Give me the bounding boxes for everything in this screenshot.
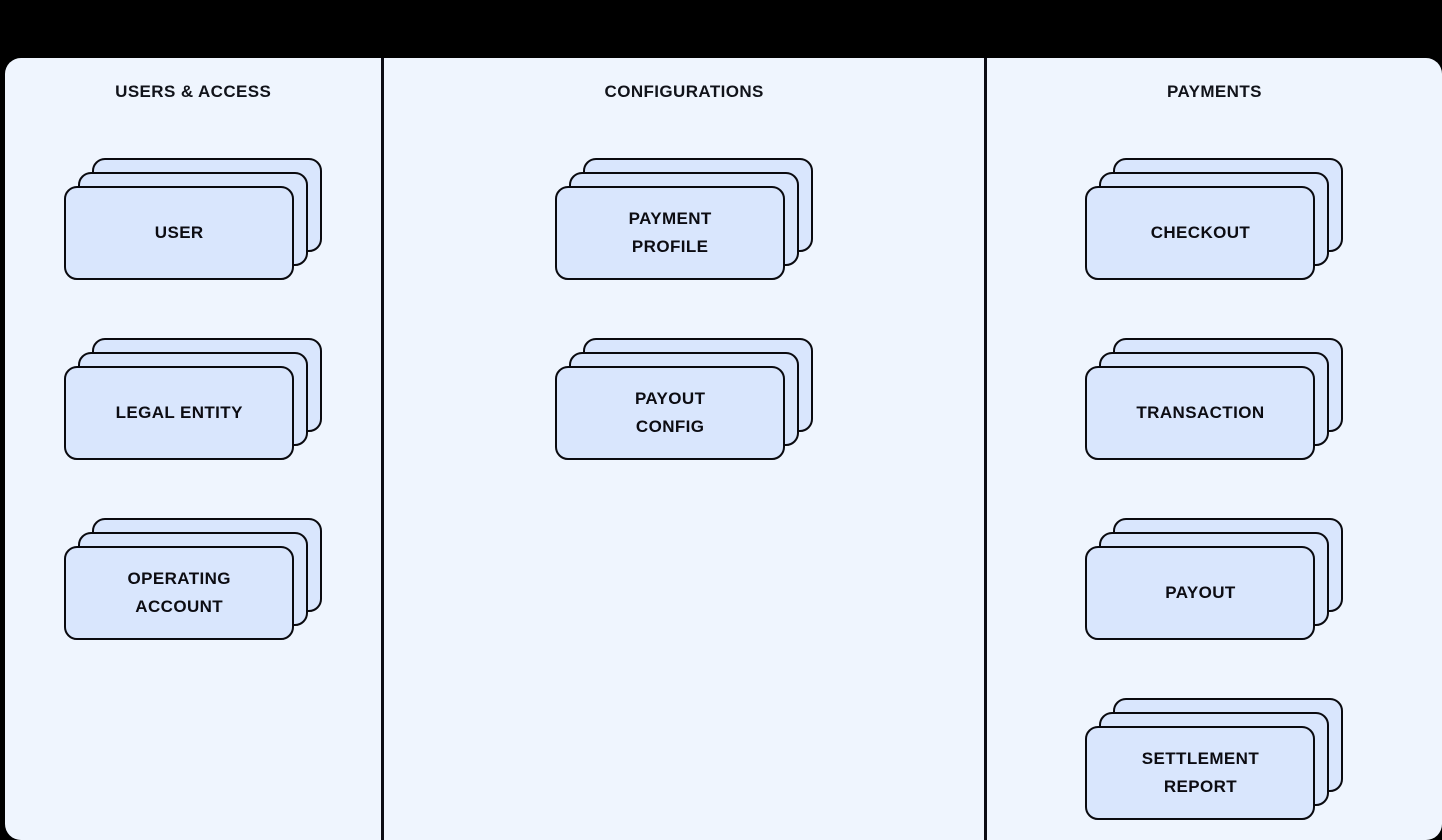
entity-label-settlement-report: SETTLEMENT REPORT (1141, 749, 1260, 796)
entity-card-stack-checkout[interactable]: CHECKOUT (1085, 144, 1344, 280)
entity-label-payout-config: PAYOUT CONFIG (634, 389, 706, 436)
entity-label-legal-entity: LEGAL ENTITY (115, 403, 243, 422)
column-title-configurations: CONFIGURATIONS (604, 82, 764, 101)
column-payments: PAYMENTS CHECKOUT TRANSACTION (987, 58, 1442, 840)
card-layer-front[interactable]: CHECKOUT (1085, 186, 1316, 280)
entity-card-stack-payout-config[interactable]: PAYOUT CONFIG (555, 324, 814, 460)
entity-card-stack-legal-entity[interactable]: LEGAL ENTITY (64, 324, 323, 460)
entity-card-stack-transaction[interactable]: TRANSACTION (1085, 324, 1344, 460)
card-layer-front[interactable]: PAYOUT CONFIG (555, 366, 786, 460)
column-users-access: USERS & ACCESS USER LEGAL ENTITY (5, 58, 381, 840)
card-layer-front[interactable]: PAYOUT (1085, 546, 1316, 640)
column-divider-1 (381, 58, 385, 840)
entity-label-user: USER (154, 223, 204, 242)
entity-card-stack-user[interactable]: USER (64, 144, 323, 280)
entity-label-transaction: TRANSACTION (1136, 403, 1265, 422)
entity-label-operating-account: OPERATING ACCOUNT (127, 569, 231, 616)
column-divider-2 (983, 58, 987, 840)
entity-card-stack-payout[interactable]: PAYOUT (1085, 504, 1344, 640)
entity-label-payment-profile: PAYMENT PROFILE (628, 209, 712, 256)
entity-label-payout: PAYOUT (1165, 583, 1236, 602)
entity-label-checkout: CHECKOUT (1150, 223, 1251, 242)
card-layer-front[interactable]: SETTLEMENT REPORT (1085, 726, 1316, 820)
entity-card-stack-operating-account[interactable]: OPERATING ACCOUNT (64, 504, 323, 640)
entity-map-panel: USERS & ACCESS USER LEGAL ENTITY (5, 58, 1442, 840)
entity-card-stack-settlement-report[interactable]: SETTLEMENT REPORT (1085, 684, 1344, 820)
column-title-users-access: USERS & ACCESS (115, 82, 272, 101)
entity-card-stack-payment-profile[interactable]: PAYMENT PROFILE (555, 144, 814, 280)
card-layer-front[interactable]: PAYMENT PROFILE (555, 186, 786, 280)
column-title-payments: PAYMENTS (1167, 82, 1262, 101)
card-layer-front[interactable]: OPERATING ACCOUNT (64, 546, 295, 640)
entity-list-users-access: USER LEGAL ENTITY OPERATING ACCOUNT (64, 144, 323, 640)
entity-list-configurations: PAYMENT PROFILE PAYOUT CONFIG (555, 144, 814, 460)
card-layer-front[interactable]: LEGAL ENTITY (64, 366, 295, 460)
card-layer-front[interactable]: TRANSACTION (1085, 366, 1316, 460)
column-configurations: CONFIGURATIONS PAYMENT PROFILE PAYOUT CO… (384, 58, 983, 840)
entity-list-payments: CHECKOUT TRANSACTION PAYOUT (1085, 144, 1344, 820)
card-layer-front[interactable]: USER (64, 186, 295, 280)
